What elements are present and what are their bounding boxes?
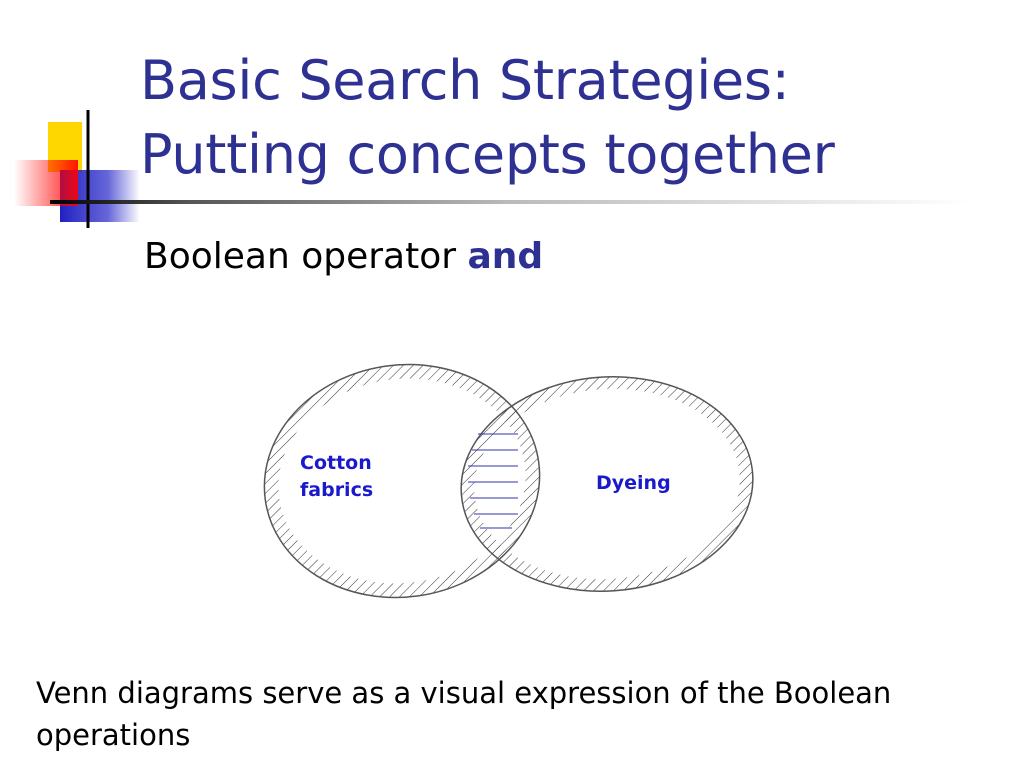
set-b-outline [460,376,754,592]
title-line-2: Putting concepts together [140,123,835,186]
intersection-hatching [468,433,518,529]
set-a-outline [263,363,541,599]
subtitle: Boolean operator and [144,236,543,277]
subtitle-text: Boolean operator [144,236,468,277]
caption: Venn diagrams serve as a visual expressi… [36,676,892,752]
subtitle-keyword: and [467,236,544,277]
slide-title: Basic Search Strategies: Putting concept… [140,44,835,192]
set-a-label: Cotton fabrics [300,450,373,504]
venn-diagram [250,350,770,610]
set-b-label: Dyeing [596,472,671,494]
title-underline [50,200,970,204]
set-a-label-line-2: fabrics [300,479,374,501]
corner-logo-icon [14,110,140,228]
set-a-label-line-1: Cotton [300,452,372,474]
title-line-1: Basic Search Strategies: [140,49,790,112]
